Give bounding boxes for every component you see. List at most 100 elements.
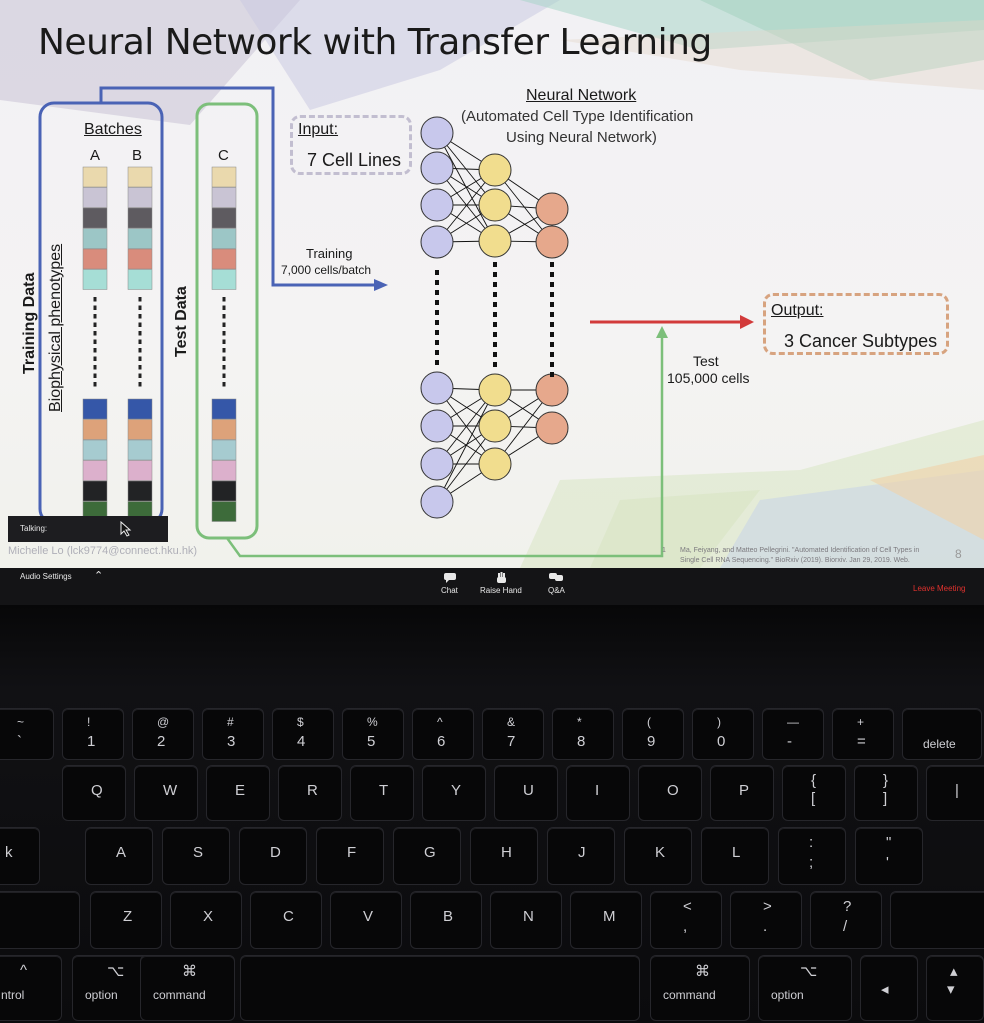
key-4[interactable]: $4 bbox=[272, 708, 334, 760]
key->.[interactable]: >. bbox=[730, 891, 802, 949]
chevron-up-icon[interactable]: ⌃ bbox=[94, 570, 104, 582]
key-8[interactable]: *8 bbox=[552, 708, 614, 760]
key-T[interactable]: T bbox=[350, 765, 414, 821]
test-count: 105,000 cells bbox=[667, 370, 750, 386]
key-label: } bbox=[883, 772, 889, 789]
qa-icon[interactable] bbox=[549, 572, 563, 583]
key-label: % bbox=[367, 715, 378, 729]
key-5[interactable]: %5 bbox=[342, 708, 404, 760]
key-6[interactable]: ^6 bbox=[412, 708, 474, 760]
cell-block-c bbox=[211, 207, 237, 229]
key-R[interactable]: R bbox=[278, 765, 342, 821]
input-node bbox=[420, 151, 454, 185]
key-E[interactable]: E bbox=[206, 765, 270, 821]
key-label: — bbox=[787, 715, 799, 729]
raise-hand-icon[interactable] bbox=[494, 572, 508, 583]
key-P[interactable]: P bbox=[710, 765, 774, 821]
key-3[interactable]: #3 bbox=[202, 708, 264, 760]
key-label: S bbox=[193, 844, 204, 861]
key-spacebar[interactable] bbox=[240, 955, 640, 1021]
key-C[interactable]: C bbox=[250, 891, 322, 949]
key-K[interactable]: K bbox=[624, 827, 692, 885]
key-1[interactable]: !1 bbox=[62, 708, 124, 760]
network-edges bbox=[436, 132, 553, 503]
key-X[interactable]: X bbox=[170, 891, 242, 949]
key-H[interactable]: H bbox=[470, 827, 538, 885]
key-Q[interactable]: Q bbox=[62, 765, 126, 821]
cell-block-a bbox=[82, 187, 108, 208]
key-S[interactable]: S bbox=[162, 827, 230, 885]
key-<,[interactable]: <, bbox=[650, 891, 722, 949]
hidden-node bbox=[478, 373, 512, 407]
key-label: F bbox=[347, 844, 357, 861]
leave-meeting-button[interactable]: Leave Meeting bbox=[913, 584, 966, 593]
key-{[[interactable]: {[ bbox=[782, 765, 846, 821]
key-label: N bbox=[523, 908, 534, 925]
participant-name-label: Michelle Lo (lck9774@connect.hku.hk) bbox=[8, 545, 198, 557]
key-=[interactable]: += bbox=[832, 708, 894, 760]
key-command[interactable]: ⌘command bbox=[140, 955, 235, 1021]
cell-block-b bbox=[127, 398, 153, 420]
key-Y[interactable]: Y bbox=[422, 765, 486, 821]
key-k[interactable]: k bbox=[0, 827, 40, 885]
key-}][interactable]: }] bbox=[854, 765, 918, 821]
key-7[interactable]: &7 bbox=[482, 708, 544, 760]
key-A[interactable]: A bbox=[85, 827, 153, 885]
key-G[interactable]: G bbox=[393, 827, 461, 885]
key-label: Q bbox=[91, 782, 103, 799]
network-ellipsis-dot bbox=[493, 272, 497, 277]
input-node bbox=[420, 409, 454, 443]
key-B[interactable]: B bbox=[410, 891, 482, 949]
network-ellipsis-dot bbox=[435, 310, 439, 315]
key-9[interactable]: (9 bbox=[622, 708, 684, 760]
key-`[interactable]: ~` bbox=[0, 708, 54, 760]
cell-block-b bbox=[127, 439, 153, 461]
key-J[interactable]: J bbox=[547, 827, 615, 885]
key-▾[interactable]: ▴▾ bbox=[926, 955, 984, 1021]
chat-icon[interactable] bbox=[443, 572, 457, 583]
key-?/[interactable]: ?/ bbox=[810, 891, 882, 949]
qa-button[interactable]: Q&A bbox=[548, 586, 565, 595]
batches-label: Batches bbox=[84, 121, 142, 138]
key-V[interactable]: V bbox=[330, 891, 402, 949]
key-D[interactable]: D bbox=[239, 827, 307, 885]
key-label: 9 bbox=[647, 733, 656, 750]
column-ellipsis-dot bbox=[93, 331, 97, 336]
key-"'[interactable]: "' bbox=[855, 827, 923, 885]
key-L[interactable]: L bbox=[701, 827, 769, 885]
network-ellipsis-dot bbox=[493, 312, 497, 317]
key-shift-left[interactable] bbox=[0, 891, 80, 949]
network-ellipsis-dot bbox=[550, 302, 554, 307]
network-ellipsis-dot bbox=[493, 352, 497, 357]
key--[interactable]: —- bbox=[762, 708, 824, 760]
neural-network-subtitle-1: (Automated Cell Type Identification bbox=[461, 108, 694, 125]
audio-settings-button[interactable]: Audio Settings bbox=[20, 572, 72, 581]
column-ellipsis-dot bbox=[222, 314, 226, 319]
network-ellipsis-dot bbox=[435, 290, 439, 295]
key-shift-right[interactable] bbox=[890, 891, 984, 949]
key-|[interactable]: | bbox=[926, 765, 984, 821]
key-O[interactable]: O bbox=[638, 765, 702, 821]
key-option[interactable]: ⌥option bbox=[758, 955, 852, 1021]
raise-hand-button[interactable]: Raise Hand bbox=[480, 586, 522, 595]
key-N[interactable]: N bbox=[490, 891, 562, 949]
key-:;[interactable]: :; bbox=[778, 827, 846, 885]
key-label: H bbox=[501, 844, 512, 861]
key-ntrol[interactable]: ^ntrol bbox=[0, 955, 62, 1021]
network-ellipsis-dot bbox=[435, 280, 439, 285]
key-U[interactable]: U bbox=[494, 765, 558, 821]
key-F[interactable]: F bbox=[316, 827, 384, 885]
key-delete[interactable]: delete bbox=[902, 708, 982, 760]
key-◂[interactable]: ◂ bbox=[860, 955, 918, 1021]
key-command[interactable]: ⌘command bbox=[650, 955, 750, 1021]
chat-button[interactable]: Chat bbox=[441, 586, 458, 595]
network-ellipsis-dot bbox=[435, 340, 439, 345]
key-M[interactable]: M bbox=[570, 891, 642, 949]
network-ellipsis-dot bbox=[435, 300, 439, 305]
key-2[interactable]: @2 bbox=[132, 708, 194, 760]
input-node bbox=[420, 188, 454, 222]
key-W[interactable]: W bbox=[134, 765, 198, 821]
key-Z[interactable]: Z bbox=[90, 891, 162, 949]
key-I[interactable]: I bbox=[566, 765, 630, 821]
key-0[interactable]: )0 bbox=[692, 708, 754, 760]
